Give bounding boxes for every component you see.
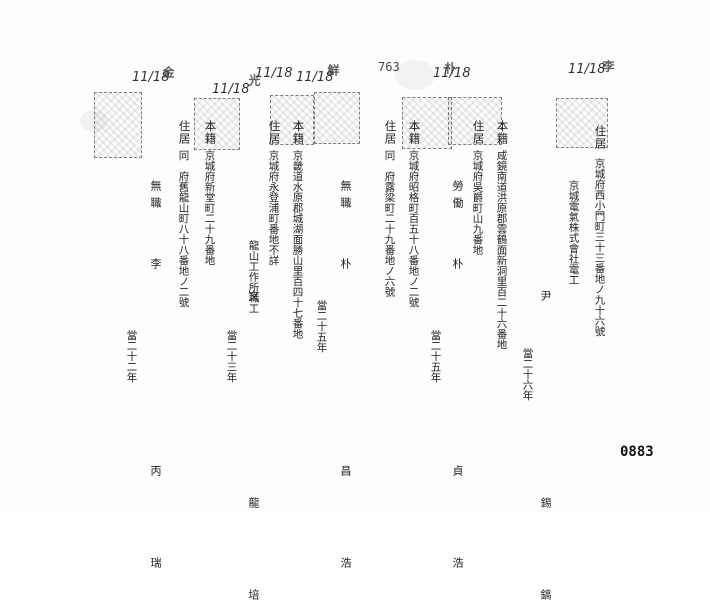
domicile-text: 京城府昭格町百五十八番地ノ二號	[407, 150, 420, 308]
address-text: 同 府露梁町二十九番地ノ六號	[383, 150, 396, 297]
domicile-label: 本籍	[203, 120, 218, 145]
domicile-label: 本籍	[407, 120, 422, 145]
seal-character: 李	[601, 60, 615, 72]
person-name: 朴 貞 浩	[451, 258, 464, 580]
seal-stamp	[194, 98, 240, 150]
domicile-text: 咸鏡南道洪原郡雲鶴面新洞里百二十六番地	[495, 150, 508, 350]
person-name: 李 丙 瑞	[149, 258, 162, 580]
person-age: 當二十二年	[125, 330, 138, 383]
occupation-text: 龍山工作所職工	[247, 240, 260, 314]
occupation-text: 無職	[339, 180, 352, 214]
seal-stamp	[556, 98, 608, 148]
seal-stamp	[270, 95, 314, 145]
handwritten-mark: 11/18	[296, 70, 334, 85]
person-age: 當二十六年	[521, 348, 534, 401]
occupation-text: 勞働	[451, 180, 464, 214]
seal-character: 朴	[443, 62, 457, 74]
employer-text: 京城電氣株式會社電工	[567, 180, 580, 285]
address-label: 住居	[383, 120, 398, 145]
address-label: 住居	[177, 120, 192, 145]
page-number: 0883	[620, 444, 654, 460]
address-label: 住居	[471, 120, 486, 145]
person-name: 尹 錫 鎬	[539, 290, 552, 612]
document-page: 763 11/18 11/18 11/18 11/18 11/18 11/18 …	[80, 60, 654, 612]
domicile-label: 本籍	[291, 120, 306, 145]
handwritten-mark: 11/18	[433, 66, 471, 81]
handwritten-mark: 11/18	[255, 66, 293, 81]
handwritten-mark: 11/18	[212, 82, 250, 97]
address-label: 住居	[593, 125, 608, 150]
address-label: 住居	[267, 120, 282, 145]
person-age: 當二十五年	[429, 330, 442, 383]
scan-stain	[395, 60, 435, 90]
seal-character: 金	[161, 66, 175, 78]
occupation-text: 無職	[149, 180, 162, 214]
seal-stamp	[314, 92, 360, 144]
seal-character: 光	[247, 74, 261, 86]
seal-stamp	[448, 97, 502, 145]
domicile-text: 京畿道水原郡城湖面勝山里百四十七番地	[291, 150, 304, 339]
seal-character: 鮮	[326, 64, 340, 76]
handwritten-mark: 11/18	[132, 70, 170, 85]
person-name: 朴 昌 浩	[339, 258, 352, 580]
seal-stamp	[94, 92, 142, 158]
domicile-label: 本籍	[495, 120, 510, 145]
address-text: 京城府永登浦町番地不詳	[267, 150, 280, 266]
person-age: 當二十三年	[225, 330, 238, 383]
seal-stamp	[402, 97, 452, 149]
address-text: 京城府西小門町三十三番地ノ九十六號	[593, 158, 606, 337]
address-text: 同 府舊龍山町八十八番地ノ二號	[177, 150, 190, 308]
handwritten-mark: 11/18	[568, 62, 606, 77]
corner-number: 763	[378, 60, 400, 74]
domicile-text: 京城府新堂町二十九番地	[203, 150, 216, 266]
address-text: 京城府吳爵町山九番地	[471, 150, 484, 255]
person-age: 當二十五年	[315, 300, 328, 353]
